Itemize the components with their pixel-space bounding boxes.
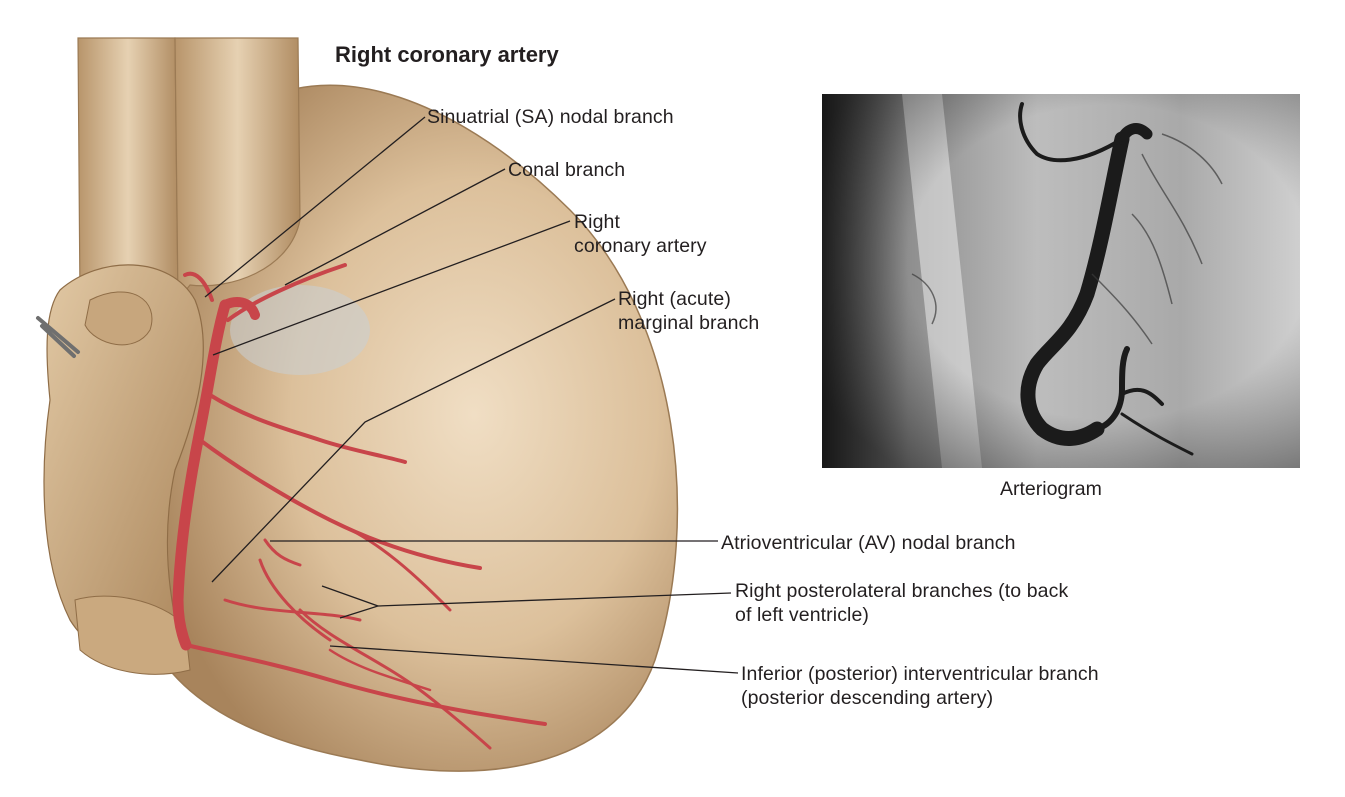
label-right-coronary-artery-2: coronary artery	[574, 235, 707, 257]
label-posterolateral-branches-1: Right posterolateral branches (to back	[735, 580, 1069, 602]
label-av-nodal-branch: Atrioventricular (AV) nodal branch	[721, 532, 1016, 554]
arteriogram-image	[822, 94, 1300, 468]
label-interventricular-branch-1: Inferior (posterior) interventricular br…	[741, 663, 1099, 685]
arteriogram-caption: Arteriogram	[1000, 478, 1102, 500]
label-posterolateral-branches-2: of left ventricle)	[735, 604, 870, 626]
clamp-icon	[36, 316, 80, 358]
pulmonary-trunk	[174, 37, 301, 302]
atrial-appendage-shadow	[230, 285, 370, 375]
atrial-fold	[84, 291, 153, 346]
right-coronary-artery	[172, 263, 547, 750]
label-conal-branch: Conal branch	[508, 159, 626, 181]
leader-lines	[204, 116, 739, 674]
label-sa-nodal-branch: Sinuatrial (SA) nodal branch	[427, 106, 674, 128]
label-marginal-branch-2: marginal branch	[618, 312, 760, 334]
label-marginal-branch-1: Right (acute)	[618, 288, 731, 310]
label-right-coronary-artery-1: Right	[574, 211, 621, 233]
label-interventricular-branch-2: (posterior descending artery)	[741, 687, 994, 709]
diagram-title: Right coronary artery	[335, 42, 559, 67]
